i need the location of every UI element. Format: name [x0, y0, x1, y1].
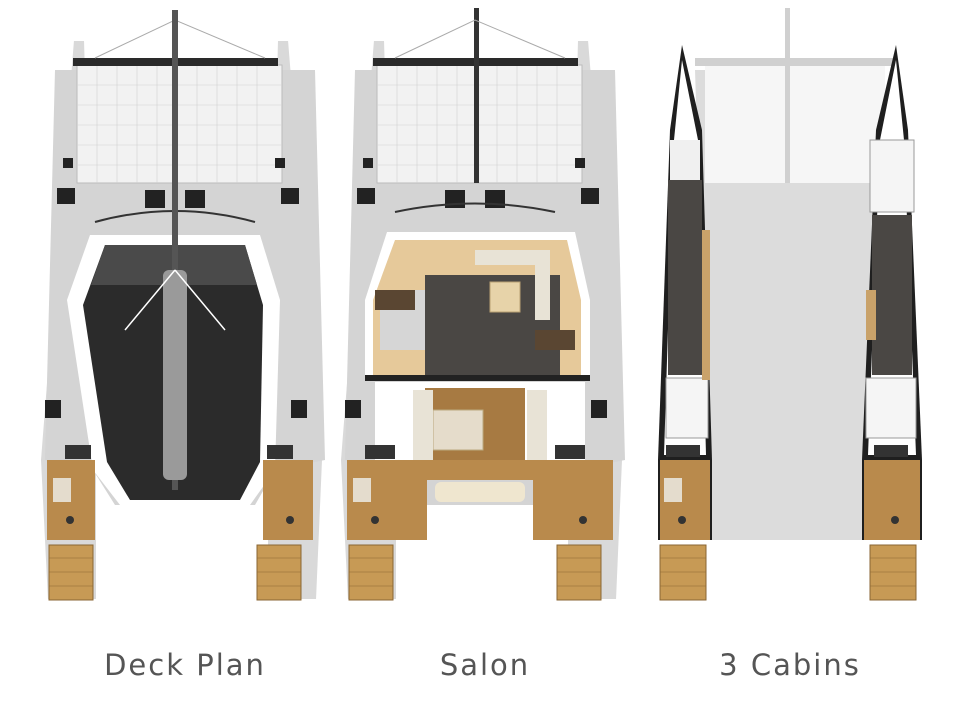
port-forward-cabin — [670, 140, 700, 180]
deck-plan-drawing — [38, 10, 325, 601]
deck-plan-caption: Deck Plan — [104, 648, 266, 682]
salon-table — [489, 281, 521, 313]
hatches — [45, 158, 307, 418]
salon-bulkhead — [365, 375, 590, 381]
cockpit-table — [432, 409, 484, 451]
salon-plan-panel — [335, 0, 635, 640]
bow-rigging — [394, 19, 566, 59]
trampoline-net — [376, 64, 583, 184]
teak-planks — [49, 557, 301, 587]
aft-teak-decks — [659, 460, 920, 601]
bridge-deck-ghost — [695, 70, 880, 540]
teak-planks — [660, 557, 916, 587]
teak-planks — [349, 557, 601, 587]
port-aft-cabin-bed — [665, 377, 709, 439]
galley-cabinets — [375, 290, 415, 310]
aft-teak-decks — [47, 460, 313, 601]
nav-station — [535, 330, 575, 350]
cabins-plan-panel — [640, 0, 940, 640]
aft-lounge — [435, 482, 525, 502]
starboard-corridor — [872, 215, 912, 375]
salon-settee — [475, 250, 550, 320]
deck-plan-panel — [35, 0, 335, 640]
helm-stations — [365, 445, 585, 459]
port-corridor — [668, 180, 702, 375]
traveller — [394, 202, 556, 213]
aft-teak-decks — [347, 460, 613, 601]
mast-top — [474, 8, 479, 183]
bow-rigging — [94, 19, 266, 59]
starboard-forward-cabin-bed — [869, 139, 915, 213]
starboard-aft-cabin-bed — [865, 377, 917, 439]
boom — [163, 270, 187, 480]
trampoline-mesh — [77, 65, 282, 183]
cabins-plan-drawing — [658, 8, 922, 601]
starboard-joinery — [866, 290, 876, 340]
cockpit-settee — [413, 390, 433, 460]
forward-beam-ghost — [695, 58, 895, 66]
helm-stations — [666, 445, 908, 457]
salon-caption: Salon — [439, 648, 531, 682]
trampoline-mesh — [377, 65, 582, 183]
cabins-caption: 3 Cabins — [719, 648, 861, 682]
mast-ghost — [785, 8, 790, 183]
cockpit-settee-right — [527, 390, 547, 460]
port-joinery — [702, 230, 710, 380]
helm-stations — [65, 445, 293, 459]
mainsheet-lines — [124, 269, 226, 331]
trampoline-ghost — [705, 65, 885, 183]
salon-plan-drawing — [338, 8, 625, 601]
mast — [172, 10, 178, 490]
